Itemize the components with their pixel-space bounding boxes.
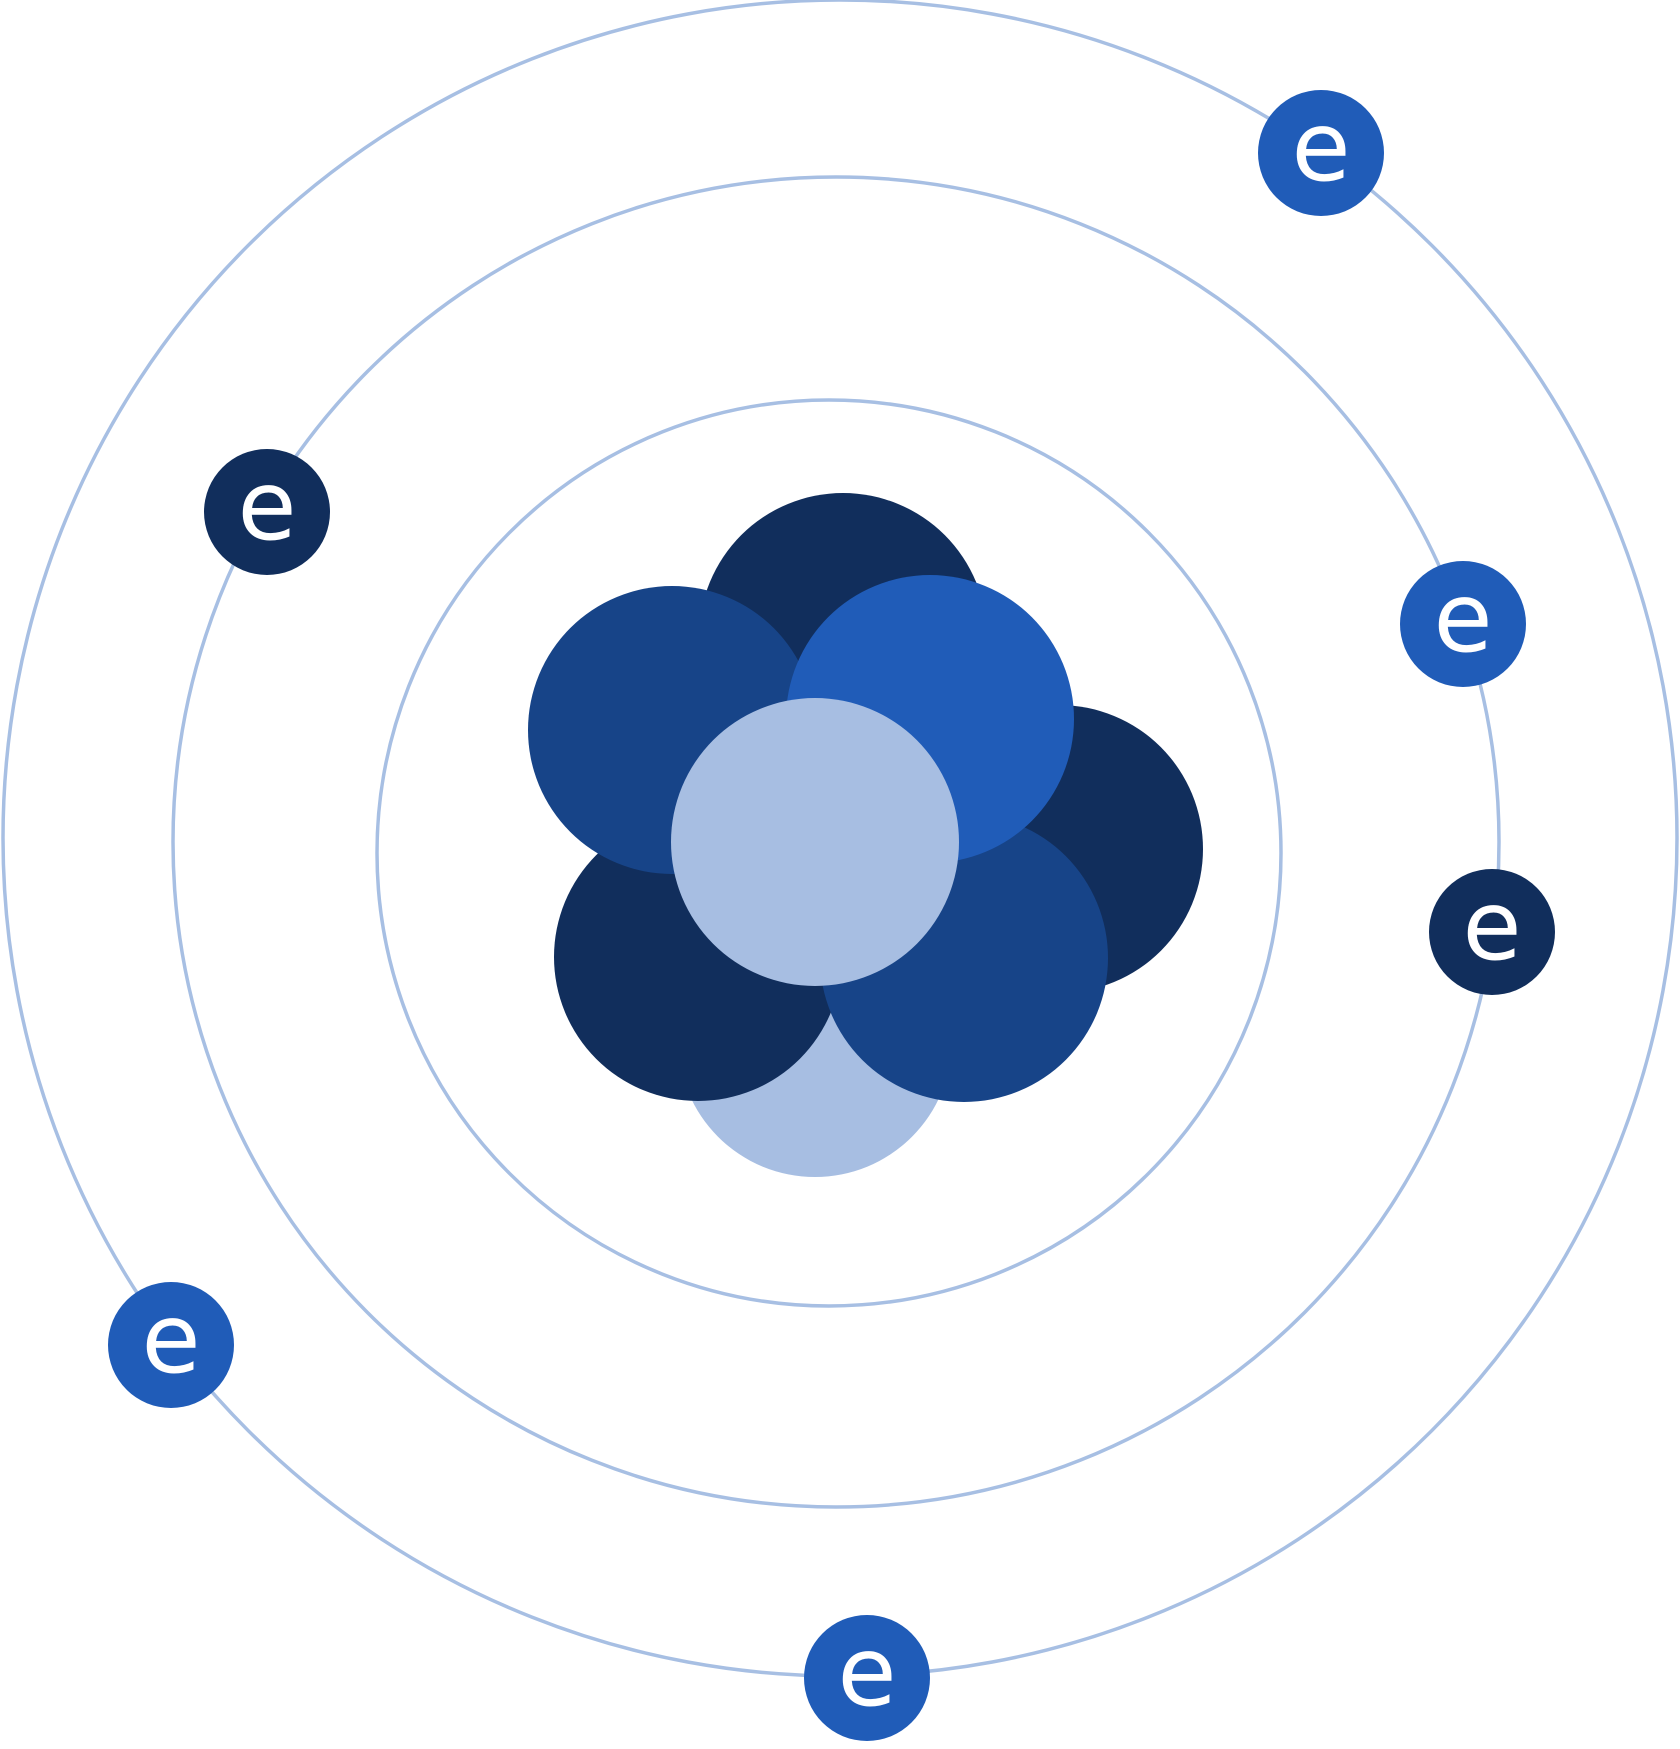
electron-circle [1400,561,1526,687]
nucleus [528,493,1203,1177]
electron-circle [108,1282,234,1408]
electron-label: e [1462,870,1521,982]
middle-orbit [171,175,1501,1509]
electron-label: e [1291,91,1350,203]
electron-outer-bottom: e [804,1615,930,1741]
electron-outer-top-right: e [1258,90,1384,216]
electron-middle-right-lower: e [1429,869,1555,995]
electron-label: e [141,1283,200,1395]
electron-label: e [1433,562,1492,674]
electron-circle [804,1615,930,1741]
electron-middle-top-left: e [204,449,330,575]
electron-label: e [237,450,296,562]
electron-circle [1258,90,1384,216]
nucleon-center [671,698,959,986]
electrons: e e e e e e [108,90,1555,1741]
electron-label: e [837,1616,896,1728]
electron-middle-right-upper: e [1400,561,1526,687]
inner-orbit [375,398,1283,1308]
electron-outer-bottom-left: e [108,1282,234,1408]
electron-circle [204,449,330,575]
electron-circle [1429,869,1555,995]
